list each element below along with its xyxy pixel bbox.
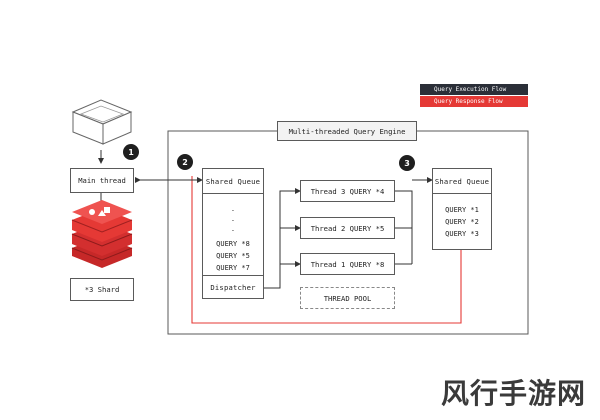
right-shared-queue: Shared Queue QUERY *1 QUERY *2 QUERY *3 (432, 168, 492, 250)
left-queue-title: Shared Queue (203, 169, 263, 194)
legend-execution-flow: Query Execution Flow (420, 84, 528, 95)
watermark-text: 风行手游网 (440, 377, 586, 410)
thread-box-3: Thread 3 QUERY *4 (300, 180, 395, 202)
queue-dot: . (230, 215, 236, 223)
step-badge-1: 1 (123, 144, 139, 160)
dispatcher-branch (264, 190, 300, 289)
queue-item: QUERY *1 (445, 206, 479, 214)
cube-icon (71, 99, 133, 145)
queue-item: QUERY *2 (445, 218, 479, 226)
queue-dot: . (230, 205, 236, 213)
legend-response-flow: Query Response Flow (420, 96, 528, 107)
step-badge-2: 2 (177, 154, 193, 170)
shard-label-box: *3 Shard (70, 278, 134, 301)
queue-item: QUERY *8 (216, 240, 250, 248)
queue-item: QUERY *7 (216, 264, 250, 272)
queue-item: QUERY *3 (445, 230, 479, 238)
main-thread-box: Main thread (70, 168, 134, 193)
threads-merge (395, 179, 432, 265)
engine-title: Multi-threaded Query Engine (277, 121, 417, 141)
left-shared-queue: Shared Queue . . . QUERY *8 QUERY *5 QUE… (202, 168, 264, 299)
step-badge-3: 3 (399, 155, 415, 171)
queue-dot: . (230, 225, 236, 233)
dispatcher-label: Dispatcher (203, 275, 263, 298)
redis-stack-icon (71, 200, 133, 268)
thread-pool-label: THREAD POOL (300, 287, 395, 309)
thread-box-2: Thread 2 QUERY *5 (300, 217, 395, 239)
queue-item: QUERY *5 (216, 252, 250, 260)
right-queue-title: Shared Queue (433, 169, 491, 194)
thread-box-1: Thread 1 QUERY *8 (300, 253, 395, 275)
response-flow-line (191, 176, 462, 324)
